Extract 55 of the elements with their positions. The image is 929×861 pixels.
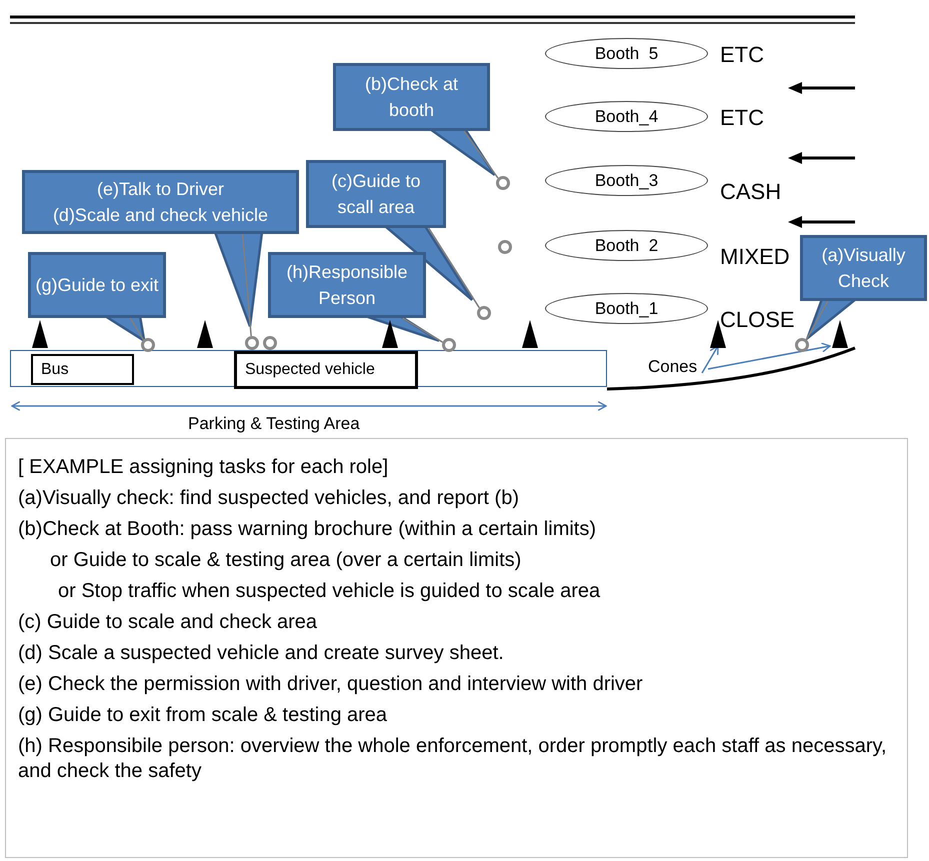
note-text: (c) Guide to scale and check area — [18, 610, 318, 635]
label-text: Booth 2 — [594, 234, 658, 257]
label-text: Booth_4 — [594, 106, 658, 128]
leader-line — [428, 228, 480, 308]
lane-type-label: CLOSE — [720, 307, 795, 333]
staff-marker — [498, 240, 512, 254]
note-text: (g) Guide to exit from scale & testing area — [18, 703, 388, 728]
staff-marker — [442, 338, 456, 352]
leader-line — [402, 317, 443, 343]
cone-icon — [522, 320, 538, 348]
label-text: (h)Responsible Person — [285, 261, 409, 310]
vehicle-box — [234, 351, 418, 389]
cone-icon — [382, 320, 398, 348]
lane-type-label: CASH — [720, 179, 782, 205]
leader-line — [806, 300, 829, 340]
note-text: or Stop traffic when suspected vehicle is guided to scale area — [57, 579, 602, 604]
label-text: (a)Visually Check — [820, 244, 906, 293]
leader-line — [464, 130, 499, 179]
notes-panel — [5, 438, 908, 858]
staff-marker — [496, 176, 510, 190]
note-text: (e) Check the permission with driver, question and interview with driver — [18, 672, 644, 697]
area-label: Parking & Testing Area — [188, 413, 360, 435]
label-text: Cones — [648, 356, 698, 378]
label-text: (e)Talk to Driver — [96, 178, 224, 201]
staff-marker — [477, 306, 491, 320]
label-text: (c)Guide to scall area — [330, 170, 422, 219]
label-text: (g)Guide to exit — [35, 274, 159, 297]
cone-icon — [197, 320, 213, 348]
lane-type-label: ETC — [720, 105, 764, 131]
staff-marker — [263, 336, 277, 350]
label-text: Booth_3 — [594, 170, 658, 192]
cone-icon — [32, 320, 48, 348]
note-text: (d) Scale a suspected vehicle and create survey sheet. — [18, 641, 505, 666]
leader-line — [130, 318, 144, 340]
staff-marker — [795, 338, 809, 352]
callout-box — [306, 160, 446, 228]
label-text: Booth_1 — [594, 298, 658, 320]
lane-type-label: ETC — [720, 42, 764, 68]
label-text: Suspected vehicle — [245, 360, 375, 380]
note-text: (h) Responsibile person: overview the whole enforcement, order promptly each staff as necessary, and check the safety — [18, 734, 888, 784]
vehicle-box — [31, 354, 134, 385]
lane-type-label: MIXED — [720, 244, 790, 270]
staff-marker — [141, 338, 155, 352]
label-text: (b)Check at booth — [364, 73, 460, 122]
label-text: Bus — [41, 360, 69, 380]
leader-arrow — [708, 342, 831, 370]
note-text: (a)Visually check: find suspected vehicles, and report (b) — [18, 486, 520, 511]
parking-area — [10, 350, 607, 387]
label-text: Booth 5 — [594, 42, 658, 65]
label-text: (d)Scale and check vehicle — [52, 204, 268, 227]
note-text: or Guide to scale & testing area (over a certain limits) — [49, 548, 522, 573]
cone-icon — [832, 320, 848, 348]
note-text: [ EXAMPLE assigning tasks for each role] — [18, 455, 390, 480]
staff-marker — [245, 336, 259, 350]
note-text: (b)Check at Booth: pass warning brochure (within a certain limits) — [18, 517, 598, 542]
